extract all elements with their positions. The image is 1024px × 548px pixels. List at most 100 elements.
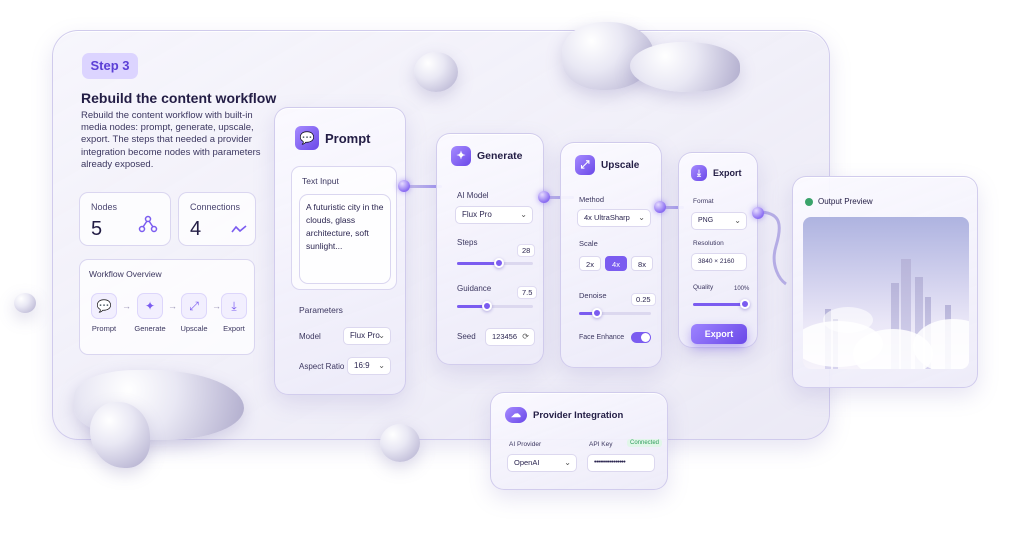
- decorative-blob: [414, 52, 458, 92]
- cloud: [823, 307, 873, 333]
- output-port[interactable]: [654, 201, 666, 213]
- overview-item-prompt[interactable]: 💬 Prompt: [84, 293, 124, 333]
- chat-icon: 💬: [91, 293, 117, 319]
- scale-option-8x[interactable]: 8x: [631, 256, 653, 271]
- workflow-overview: Workflow Overview 💬 Prompt → ✦ Generate …: [79, 259, 255, 355]
- steps-label: Steps: [457, 238, 478, 247]
- export-button[interactable]: Export: [691, 324, 747, 344]
- export-node[interactable]: ⤓ Export Format PNG ⌄ Resolution 3840 × …: [678, 152, 758, 348]
- upscale-node[interactable]: ⤢ Upscale Method 4x UltraSharp ⌄ Scale 2…: [560, 142, 662, 368]
- ai-model-select[interactable]: Flux Pro ⌄: [455, 206, 533, 224]
- denoise-slider-handle[interactable]: [592, 308, 602, 318]
- output-port[interactable]: [538, 191, 550, 203]
- resolution-field[interactable]: 3840 × 2160: [691, 253, 747, 271]
- seed-value: 123456: [492, 332, 518, 341]
- sparkle-icon: ✦: [137, 293, 163, 319]
- format-label: Format: [693, 198, 714, 205]
- nodes-stat-label: Nodes: [91, 202, 118, 212]
- text-input-value: A futuristic city in the clouds, glass a…: [306, 202, 384, 251]
- preview-eye-icon: [805, 197, 813, 206]
- scale-option-4x[interactable]: 4x: [605, 256, 627, 271]
- api-key-label: API Key: [589, 441, 613, 448]
- seed-label: Seed: [457, 332, 476, 341]
- face-enhance-toggle[interactable]: [631, 332, 651, 343]
- arrow-right-icon: →: [168, 301, 177, 311]
- output-port[interactable]: [752, 207, 764, 219]
- overview-item-generate[interactable]: ✦ Generate: [130, 293, 170, 333]
- quality-slider-handle[interactable]: [740, 299, 750, 309]
- ai-model-label: AI Model: [457, 191, 489, 200]
- denoise-slider-fill: [579, 312, 597, 315]
- quality-value: 100%: [734, 286, 750, 292]
- parameters-label: Parameters: [299, 305, 343, 315]
- denoise-label: Denoise: [579, 291, 607, 300]
- guidance-slider[interactable]: [457, 301, 533, 311]
- overview-item-upscale[interactable]: ⤢ Upscale: [174, 293, 214, 333]
- city-tower: [891, 283, 899, 369]
- scale-label: Scale: [579, 239, 598, 248]
- refresh-icon[interactable]: ⟳: [522, 332, 529, 341]
- ai-provider-label: AI Provider: [509, 441, 542, 448]
- generate-node[interactable]: ✦ Generate AI Model Flux Pro ⌄ Steps 28 …: [436, 133, 544, 365]
- connection-wire: [757, 210, 787, 286]
- prompt-node-title: Prompt: [325, 130, 371, 146]
- page-title: Rebuild the content workflow: [81, 90, 277, 106]
- provider-integration-title: Provider Integration: [533, 409, 624, 421]
- overview-item-label: Upscale: [180, 324, 208, 333]
- method-value: 4x UltraSharp: [584, 213, 630, 222]
- face-enhance-label: Face Enhance: [579, 334, 625, 341]
- connections-stat-card: Connections 4: [178, 192, 256, 246]
- method-label: Method: [579, 195, 605, 204]
- api-key-field[interactable]: ••••••••••••••••: [587, 454, 655, 472]
- chat-icon: 💬: [295, 126, 319, 150]
- connected-status-badge: Connected: [627, 439, 663, 447]
- connections-stat-value: 4: [190, 218, 202, 240]
- format-select[interactable]: PNG ⌄: [691, 212, 747, 230]
- chevron-down-icon: ⌄: [520, 210, 527, 219]
- decorative-blob: [380, 424, 420, 462]
- page-description: Rebuild the content workflow with built-…: [81, 110, 261, 170]
- arrow-right-icon: →: [212, 301, 221, 311]
- steps-slider-handle[interactable]: [493, 258, 504, 268]
- method-select[interactable]: 4x UltraSharp ⌄: [577, 209, 651, 227]
- guidance-slider-handle[interactable]: [482, 301, 493, 311]
- city-tower: [901, 259, 911, 369]
- upscale-icon: ⤢: [575, 155, 595, 175]
- arrow-right-icon: →: [122, 301, 131, 311]
- guidance-value: 7.5: [517, 286, 538, 299]
- decorative-blob: [90, 402, 150, 468]
- prompt-node[interactable]: 💬 Prompt Text Input A futuristic city in…: [274, 107, 406, 395]
- decorative-blob: [630, 42, 740, 92]
- quality-label: Quality: [693, 284, 714, 291]
- quality-slider-fill: [693, 303, 745, 306]
- overview-item-label: Generate: [134, 324, 166, 333]
- sparkle-icon: ✦: [451, 146, 471, 166]
- decorative-blob: [14, 293, 36, 313]
- workflow-overview-title: Workflow Overview: [89, 269, 162, 279]
- denoise-slider[interactable]: [579, 308, 651, 318]
- steps-slider[interactable]: [457, 258, 533, 268]
- chevron-down-icon: ⌄: [564, 458, 571, 467]
- model-select-value: Flux Pro: [350, 331, 380, 340]
- connection-wire: [544, 196, 574, 199]
- output-port[interactable]: [398, 180, 410, 192]
- quality-slider[interactable]: [693, 299, 750, 309]
- nodes-stat-value: 5: [91, 218, 103, 240]
- text-input-field[interactable]: A futuristic city in the clouds, glass a…: [299, 194, 391, 284]
- model-label: Model: [299, 332, 321, 341]
- overview-item-label: Prompt: [91, 324, 117, 333]
- download-icon: ⤓: [221, 293, 247, 319]
- model-select[interactable]: Flux Pro ⌄: [343, 327, 391, 345]
- aspect-ratio-select[interactable]: 16:9 ⌄: [347, 357, 391, 375]
- provider-integration-panel: ☁ Provider Integration AI Provider OpenA…: [490, 392, 668, 490]
- preview-image[interactable]: [803, 217, 969, 369]
- nodes-graph-icon: [138, 215, 158, 238]
- download-icon: ⤓: [691, 165, 707, 181]
- seed-field[interactable]: 123456 ⟳: [485, 328, 535, 346]
- scale-option-2x[interactable]: 2x: [579, 256, 601, 271]
- ai-provider-value: OpenAI: [514, 458, 540, 467]
- upscale-node-title: Upscale: [601, 159, 640, 171]
- ai-provider-select[interactable]: OpenAI ⌄: [507, 454, 577, 472]
- overview-item-export[interactable]: ⤓ Export: [214, 293, 254, 333]
- format-value: PNG: [698, 217, 714, 224]
